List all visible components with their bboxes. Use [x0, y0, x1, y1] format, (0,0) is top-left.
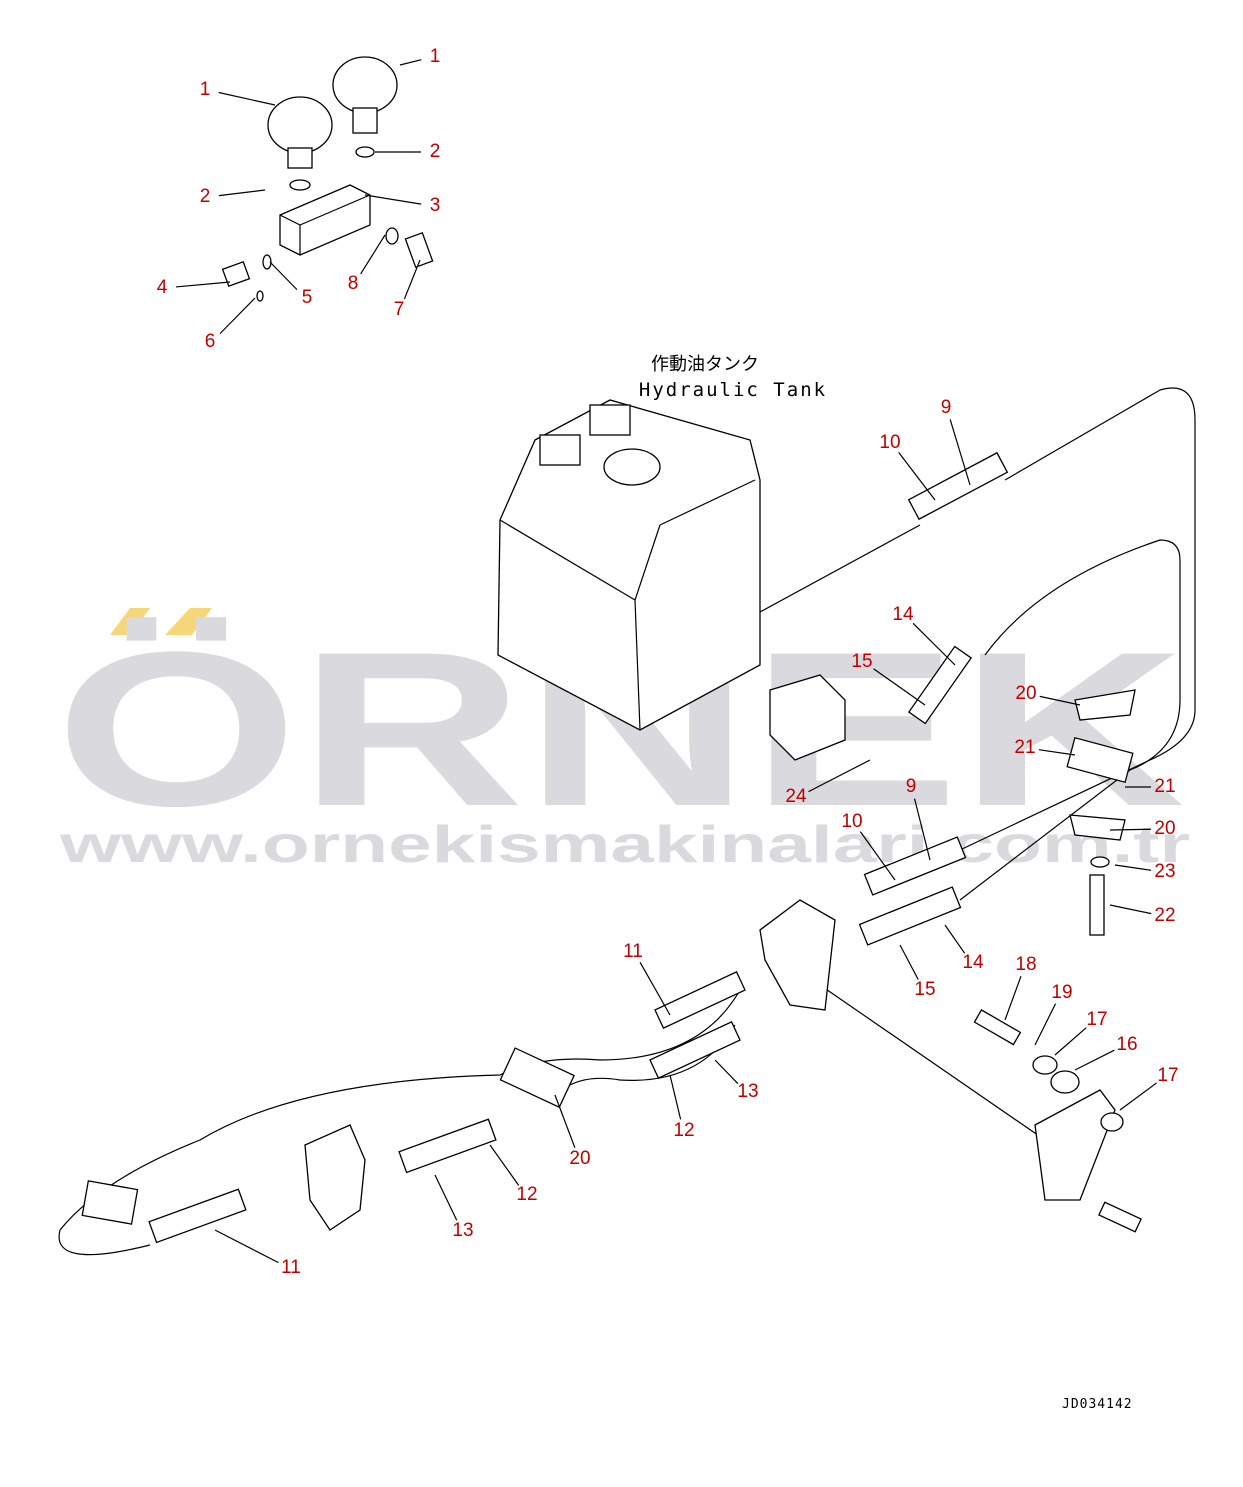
- accumulator-assembly: [221, 56, 434, 302]
- callout-1: 1: [430, 46, 441, 67]
- callout-15: 15: [914, 979, 935, 1000]
- leader-line: [639, 962, 671, 1016]
- callout-19: 19: [1051, 982, 1072, 1003]
- leader-line: [269, 261, 298, 291]
- leader-line: [403, 259, 421, 300]
- leader-line: [1074, 1049, 1115, 1071]
- leader-line: [489, 1144, 520, 1186]
- callout-1: 1: [200, 79, 211, 100]
- watermark-accent: [110, 608, 150, 635]
- callout-14: 14: [892, 604, 914, 625]
- leader-line: [808, 759, 871, 793]
- callout-4: 4: [157, 277, 168, 298]
- leader-line: [1054, 1027, 1087, 1056]
- callout-17: 17: [1086, 1009, 1107, 1030]
- leader-line: [949, 419, 971, 486]
- callout-20: 20: [1015, 683, 1036, 704]
- leader-lines: [175, 59, 1157, 1264]
- callout-13: 13: [452, 1220, 473, 1241]
- callout-16: 16: [1116, 1034, 1137, 1055]
- leader-line: [219, 297, 256, 335]
- callout-13: 13: [737, 1081, 758, 1102]
- callout-10: 10: [841, 811, 862, 832]
- callout-10: 10: [879, 432, 900, 453]
- leader-line: [898, 452, 936, 501]
- watermark-accent: [165, 608, 212, 635]
- leader-line: [1004, 976, 1022, 1021]
- leader-line: [175, 281, 231, 288]
- callout-12: 12: [516, 1184, 537, 1205]
- leader-line: [434, 1174, 458, 1221]
- leader-line: [714, 1059, 739, 1085]
- callout-9: 9: [941, 397, 952, 418]
- hoses: [58, 387, 1196, 1256]
- leader-line: [873, 668, 926, 706]
- callout-3: 3: [430, 195, 441, 216]
- leader-line: [859, 831, 896, 881]
- callout-20: 20: [569, 1148, 590, 1169]
- tank-label-ja: 作動油タンク: [651, 354, 759, 375]
- drawing-code: JD034142: [1062, 1397, 1133, 1412]
- callout-8: 8: [348, 273, 359, 294]
- leader-line: [218, 189, 266, 197]
- leader-line: [360, 234, 386, 275]
- leader-line: [669, 1074, 682, 1120]
- callout-23: 23: [1154, 861, 1175, 882]
- leader-line: [913, 798, 931, 861]
- leader-line: [1114, 864, 1152, 871]
- callout-11: 11: [623, 941, 643, 962]
- callout-15: 15: [851, 651, 872, 672]
- leader-line: [1034, 1003, 1057, 1046]
- callout-9: 9: [906, 776, 917, 797]
- leader-line: [944, 924, 966, 954]
- callout-7: 7: [394, 299, 405, 320]
- leader-line: [1119, 1082, 1157, 1111]
- leader-line: [218, 91, 276, 106]
- leader-line: [1109, 904, 1152, 915]
- leader-line: [1038, 749, 1076, 756]
- callout-18: 18: [1015, 954, 1036, 975]
- leader-line: [399, 59, 422, 66]
- leader-line: [554, 1094, 576, 1149]
- leader-line: [1109, 828, 1152, 831]
- leader-line: [364, 194, 422, 205]
- leader-line: [899, 944, 919, 980]
- callout-2: 2: [200, 186, 211, 207]
- leader-line: [912, 622, 956, 666]
- watermark-url: www.ornekismakinalari.com.tr: [58, 816, 1190, 874]
- leader-line: [214, 1229, 279, 1264]
- callout-20: 20: [1154, 818, 1175, 839]
- callout-11: 11: [281, 1257, 301, 1278]
- callout-21: 21: [1014, 737, 1035, 758]
- hydraulic-tank: [497, 399, 761, 731]
- tank-label-en: Hydraulic Tank: [639, 379, 827, 401]
- leader-line: [1039, 695, 1081, 706]
- callout-14: 14: [962, 952, 984, 973]
- callout-17: 17: [1157, 1065, 1178, 1086]
- callout-5: 5: [302, 287, 313, 308]
- callout-24: 24: [785, 786, 807, 807]
- callout-21: 21: [1154, 776, 1175, 797]
- callout-2: 2: [430, 141, 441, 162]
- callout-6: 6: [205, 331, 216, 352]
- callout-22: 22: [1154, 905, 1175, 926]
- callout-12: 12: [673, 1120, 694, 1141]
